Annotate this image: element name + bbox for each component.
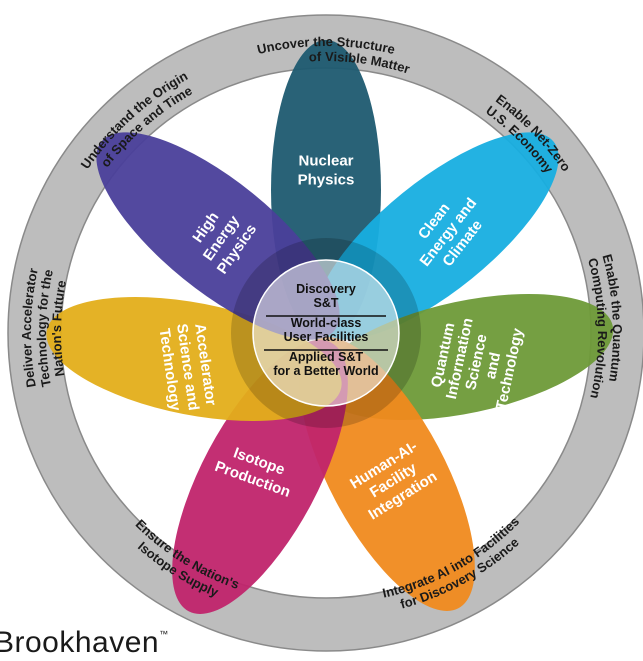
- center-line: World-class: [291, 316, 362, 330]
- center-line: S&T: [314, 296, 339, 310]
- center-line: for a Better World: [273, 364, 378, 378]
- logo-wordmark: Brookhaven: [0, 626, 160, 659]
- high-energy-physics-label: HighEnergyPhysics: [183, 199, 261, 277]
- center-circle: [252, 259, 400, 407]
- center-line: Discovery: [296, 282, 356, 296]
- ring-label-text: Nation's Future: [49, 279, 69, 377]
- petal-line: and: [482, 351, 504, 381]
- brookhaven-logo: Brookhaven™: [0, 628, 169, 658]
- petal-line: Nuclear: [298, 153, 353, 170]
- petal-line: Physics: [298, 172, 355, 189]
- trademark-mark: ™: [159, 629, 169, 639]
- center-line: User Facilities: [284, 330, 369, 344]
- human-ai-label: Human-AI-FacilityIntegration: [346, 437, 440, 523]
- ring-label-line: Nation's Future: [49, 279, 69, 377]
- center-line: Applied S&T: [289, 350, 364, 364]
